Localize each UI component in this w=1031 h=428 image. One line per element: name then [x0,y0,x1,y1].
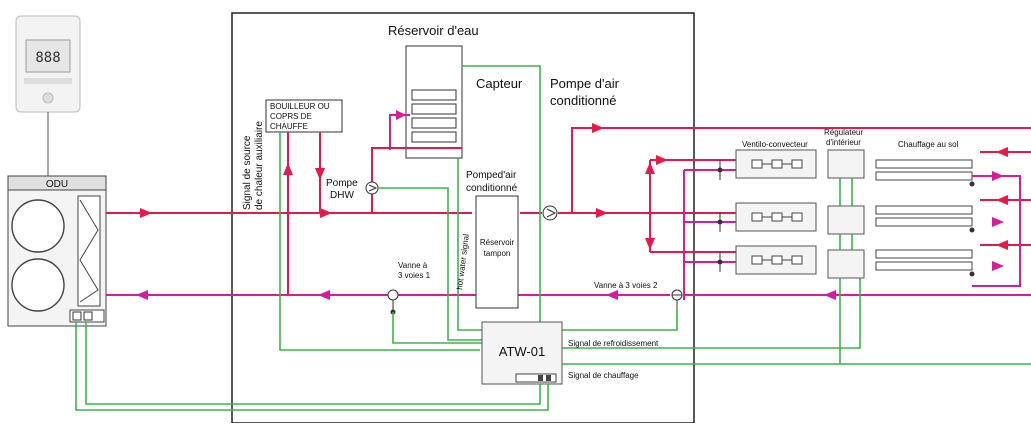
regulator-label-1: Régulateur [824,128,863,137]
aux-signal-label-1: Signal de source [242,135,253,210]
heat-pump-icon [542,205,558,221]
arrow-return-2 [318,290,330,300]
water-tank-title: Réservoir d'eau [388,23,479,38]
aux-signal-label-2: de chaleur auxiliaire [254,121,265,210]
sensor-label: Capteur [476,76,523,91]
buffer-tank-label-2: tampon [484,249,511,258]
odu-comm-line-2 [85,322,541,405]
regulator-label-2: d'intérieur [826,138,861,147]
valve-1-label-1: Vanne à [398,261,428,270]
fan-coil-unit [735,245,817,275]
valve-2-label: Vanne à 3 voies 2 [594,281,658,290]
svg-text:888: 888 [35,50,60,66]
boiler-box: BOUILLEUR OU COPRS DE CHAUFFE [265,99,343,133]
underfloor-loop [875,205,973,227]
odu-label: ODU [46,179,68,190]
three-way-valve-1-icon [387,289,399,315]
underfloor-loop [875,159,973,181]
boiler-label-1: BOUILLEUR OU [270,102,330,111]
heat-pump-label-1: Pompe d'air [550,76,620,91]
outdoor-unit: ODU [7,175,107,327]
cooling-signal-line [562,256,861,349]
arrow-return-1 [136,290,148,300]
aux-pump-label-1: Pomped'air [466,170,517,181]
underfloor-loop [875,249,973,271]
three-way-valve-2-icon [671,289,683,310]
fan-coil-unit [735,202,817,232]
indoor-regulator [827,149,865,279]
cooling-signal-label: Signal de refroidissement [568,339,659,348]
arrow-return-3 [606,290,618,300]
dhw-pump-label-2: DHW [330,190,354,201]
dhw-pump-label-1: Pompe [326,178,358,189]
odu-comm-line-1 [75,322,549,411]
wired-controller: 888 [15,15,81,176]
atw-controller: ATW-01 [481,321,563,385]
indoor-frame [231,12,695,424]
heat-pump-label-2: conditionné [550,93,617,108]
underfloor-label: Chauffage au sol [898,140,959,149]
floor-supply-line [571,127,1031,213]
fan-coil-label: Ventilo-convecteur [742,140,808,149]
boiler-label-3: CHAUFFE [270,122,308,131]
valve-1-label-2: 3 voies 1 [398,271,431,280]
arrow-supply-1 [140,208,152,218]
arrow-supply-2 [320,208,332,218]
atw-label: ATW-01 [499,344,545,359]
boiler-label-2: COPRS DE [270,112,312,121]
buffer-tank-label-1: Réservoir [480,238,515,247]
water-tank [405,45,463,159]
arrow-supply-3 [596,208,608,218]
arrow-return-4 [824,290,836,300]
buffer-tank: Réservoir tampon [475,195,519,309]
aux-pump-label-2: conditionné [466,183,518,194]
fan-coil-unit [735,149,817,179]
heating-signal-label: Signal de chauffage [568,371,639,380]
